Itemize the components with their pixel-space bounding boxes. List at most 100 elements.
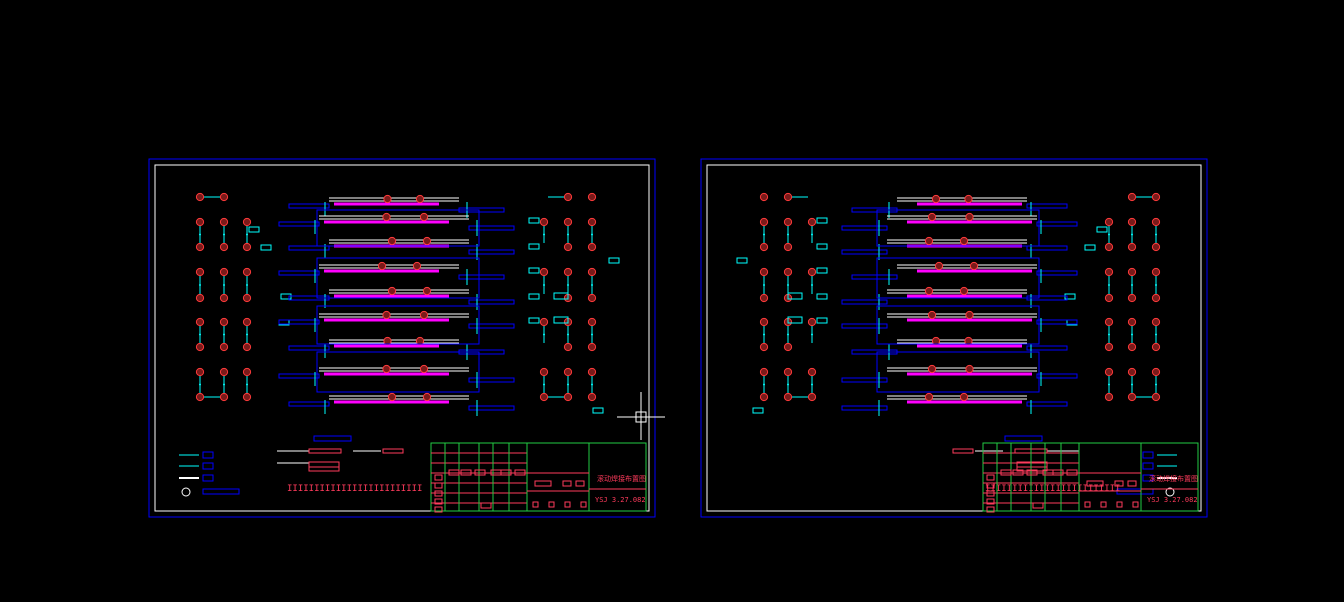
flow-marker xyxy=(199,383,201,386)
sheet-frame xyxy=(148,158,656,518)
valve-node-icon xyxy=(1151,293,1161,303)
flow-marker xyxy=(223,333,225,336)
title-cell-box xyxy=(1127,480,1137,487)
valve-node-icon xyxy=(1127,317,1137,327)
instrument-box xyxy=(608,257,620,264)
flow-marker xyxy=(246,333,248,336)
title-cell-box xyxy=(1052,469,1064,476)
valve-node-icon xyxy=(219,217,229,227)
title-cell-box xyxy=(1066,469,1078,476)
instrument-box xyxy=(528,293,540,300)
sheet-border xyxy=(154,164,650,512)
flow-marker xyxy=(223,233,225,236)
flow-marker xyxy=(543,333,545,336)
valve-node-icon xyxy=(924,236,934,246)
title-cell-box xyxy=(986,474,995,481)
valve-node-icon xyxy=(415,194,425,204)
legend-label-box xyxy=(202,488,240,495)
valve-node-icon xyxy=(969,261,979,271)
title-cell-box xyxy=(514,469,526,476)
crosshair-pickbox xyxy=(635,411,647,423)
valve-node-icon xyxy=(195,342,205,352)
title-cell-box xyxy=(562,480,572,487)
valve-node-icon xyxy=(783,192,793,202)
valve-node-icon xyxy=(219,192,229,202)
flow-marker xyxy=(543,233,545,236)
valve-node-icon xyxy=(195,267,205,277)
valve-node-icon xyxy=(964,194,973,204)
connector-bar xyxy=(468,405,515,411)
flow-marker xyxy=(1108,383,1110,386)
valve-node-icon xyxy=(1104,242,1114,252)
valve-node-icon xyxy=(219,367,229,377)
title-block xyxy=(430,442,647,512)
valve-node-icon xyxy=(195,242,205,252)
title-cell-box xyxy=(1026,469,1038,476)
valve-node-icon xyxy=(1127,367,1137,377)
instrument-box xyxy=(787,292,803,300)
valve-node-icon xyxy=(383,336,392,346)
connector-bar xyxy=(841,323,888,329)
connector-bar xyxy=(468,377,515,383)
instrument-box xyxy=(248,226,260,233)
flow-marker xyxy=(811,284,813,286)
flow-marker xyxy=(811,333,813,336)
flow-marker xyxy=(1155,383,1157,386)
title-cell-box xyxy=(1012,469,1024,476)
instrument-box xyxy=(553,292,569,300)
flow-marker xyxy=(763,333,765,336)
valve-node-icon xyxy=(195,217,205,227)
valve-node-icon xyxy=(587,293,597,303)
valve-node-icon xyxy=(195,392,205,402)
connector-bar xyxy=(1026,245,1068,251)
flow-marker xyxy=(567,284,569,286)
title-cell-box xyxy=(434,498,443,505)
valve-node-icon xyxy=(242,392,252,402)
valve-node-icon xyxy=(807,392,817,402)
connector-bar xyxy=(841,405,888,411)
valve-node-icon xyxy=(783,217,793,227)
flow-marker xyxy=(1108,233,1110,236)
valve-node-icon xyxy=(377,261,387,271)
valve-node-icon xyxy=(759,217,769,227)
valve-node-icon xyxy=(387,286,397,296)
valve-node-icon xyxy=(1151,242,1161,252)
valve-node-icon xyxy=(563,392,573,402)
drawing-number: YSJ 3.27.082 xyxy=(1147,496,1198,504)
flow-marker xyxy=(1155,333,1157,336)
flow-marker xyxy=(787,383,789,386)
bank-bracket xyxy=(316,209,480,247)
connector-bar xyxy=(1036,221,1078,227)
valve-node-icon xyxy=(783,267,793,277)
instrument-box xyxy=(528,317,540,324)
title-cell-box xyxy=(1084,501,1091,508)
valve-node-icon xyxy=(419,212,429,222)
valve-node-icon xyxy=(924,392,934,402)
valve-node-icon xyxy=(1127,392,1137,402)
bank-bracket xyxy=(876,209,1040,247)
flow-marker xyxy=(567,233,569,236)
valve-node-icon xyxy=(539,217,549,227)
flow-marker xyxy=(591,383,593,386)
valve-node-icon xyxy=(959,286,969,296)
instrument-box xyxy=(528,217,540,224)
valve-node-icon xyxy=(382,364,391,374)
valve-node-icon xyxy=(195,367,205,377)
valve-node-icon xyxy=(1151,192,1161,202)
instrument-box xyxy=(787,316,803,324)
flow-marker xyxy=(567,333,569,336)
valve-node-icon xyxy=(242,367,252,377)
flow-marker xyxy=(543,284,545,286)
valve-node-icon xyxy=(242,293,252,303)
valve-node-icon xyxy=(924,286,934,296)
flow-marker xyxy=(567,383,569,386)
valve-node-icon xyxy=(563,267,573,277)
bank-bracket xyxy=(876,351,1040,393)
flow-marker xyxy=(787,233,789,236)
valve-node-icon xyxy=(1151,217,1161,227)
valve-node-icon xyxy=(965,212,974,222)
legend-label-box xyxy=(1142,462,1154,470)
